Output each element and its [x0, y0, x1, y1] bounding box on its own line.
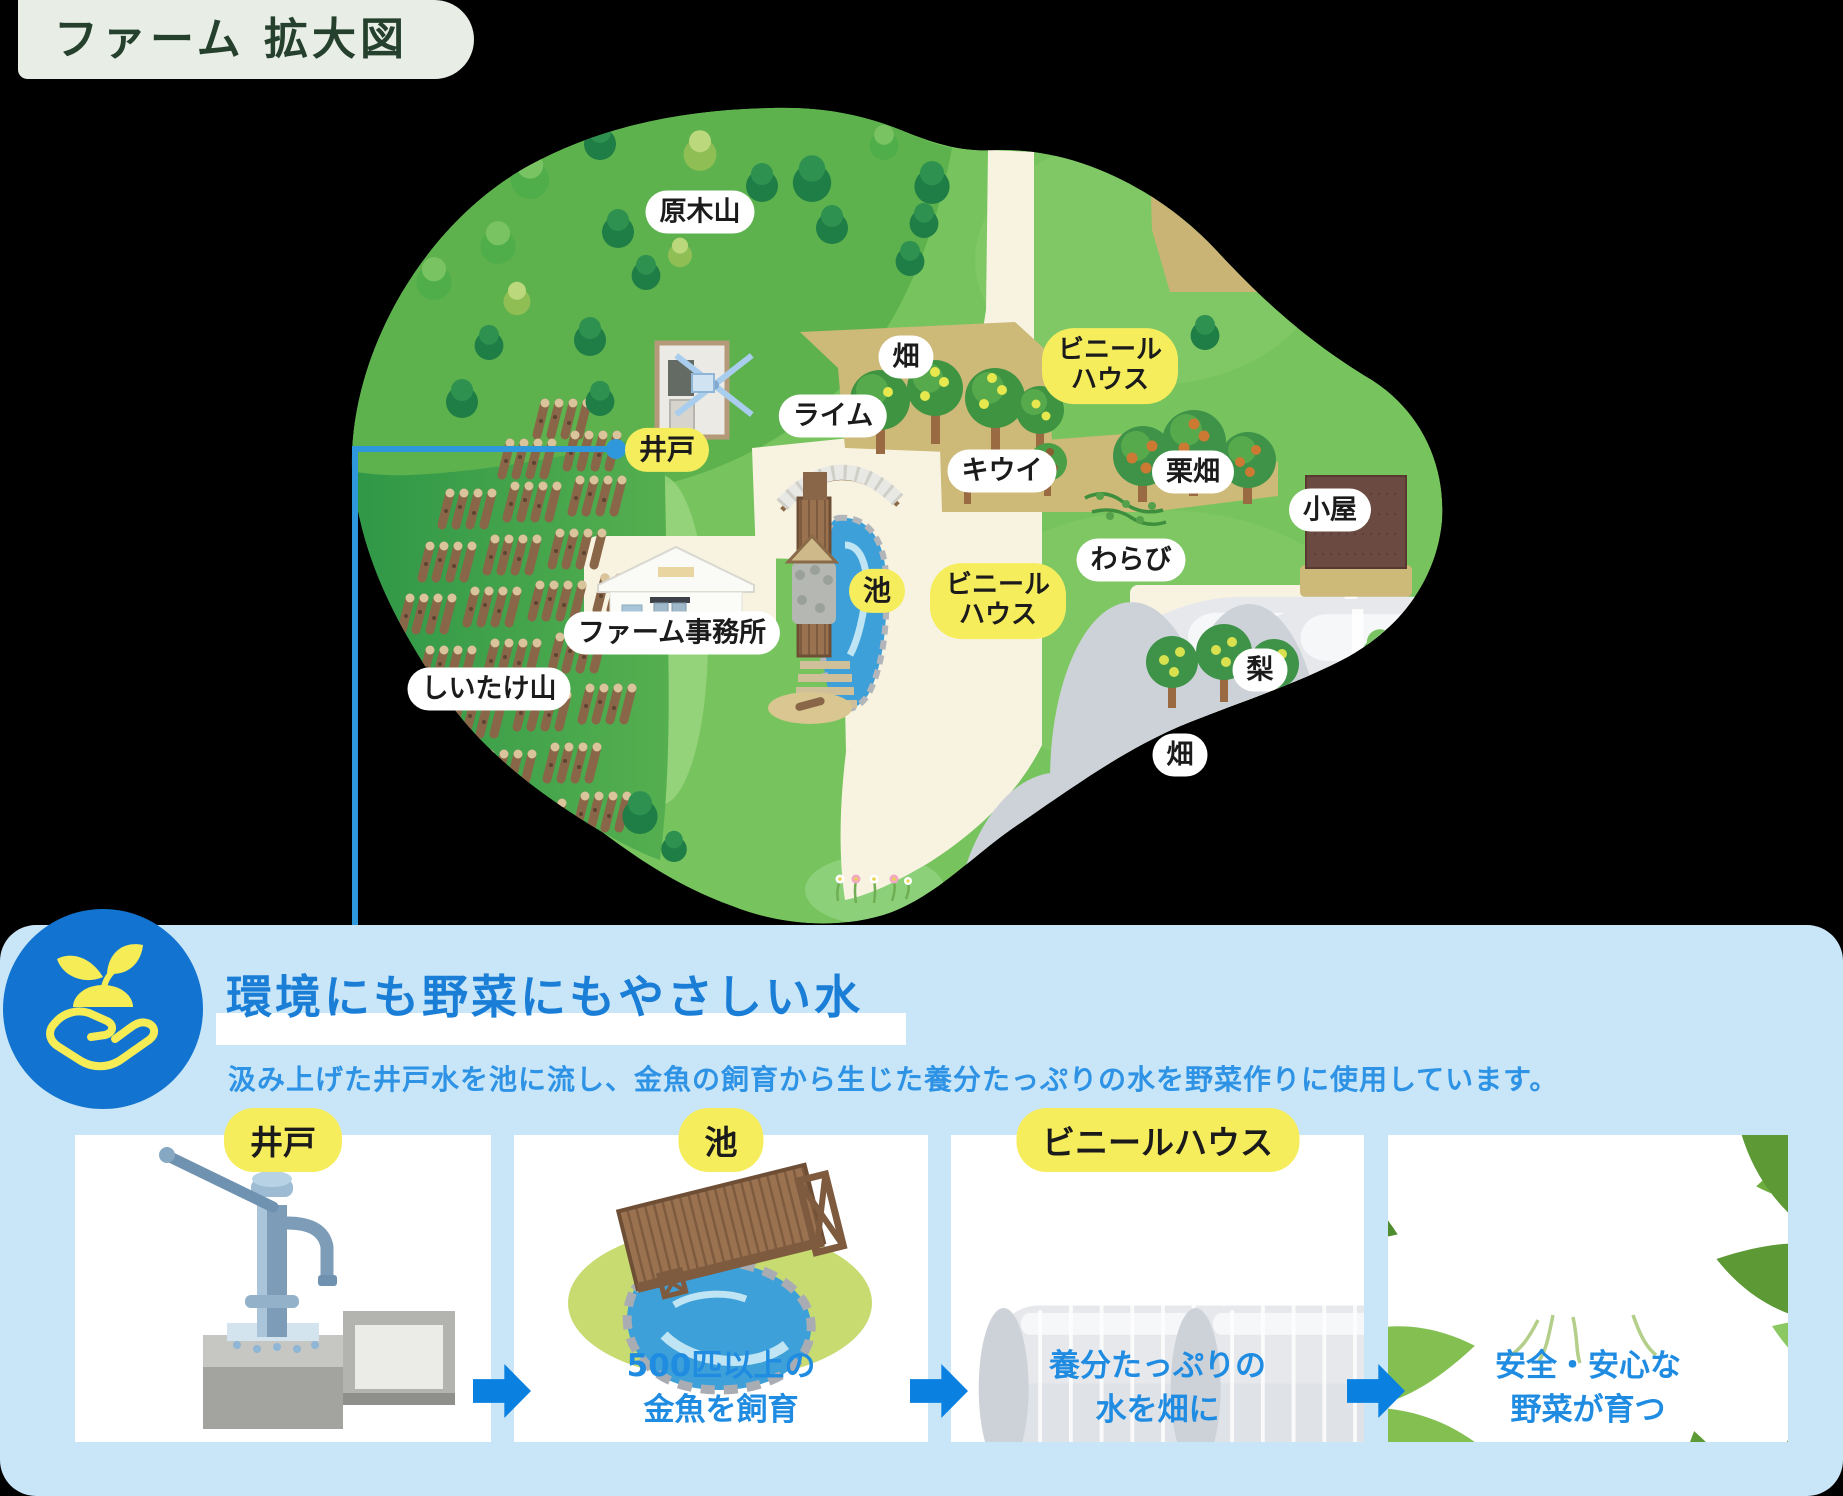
connector-dot	[606, 439, 626, 459]
map-label-shiitakeyama: しいたけ山	[407, 667, 571, 711]
map-label-ike: 池	[848, 568, 906, 614]
map-label-hatake-top: 畑	[878, 335, 934, 379]
panel-description: 汲み上げた井戸水を池に流し、金魚の飼育から生じた養分たっぷりの水を野菜作りに使用…	[228, 1063, 1559, 1096]
step-caption-pond: 500匹以上の 金魚を飼育	[626, 1347, 816, 1428]
map-label-vinyl-house-top: ビニール ハウス	[1041, 328, 1179, 404]
map-label-koya: 小屋	[1289, 488, 1371, 532]
water-info-panel: 環境にも野菜にもやさしい水 汲み上げた井戸水を池に流し、金魚の飼育から生じた養分…	[0, 635, 1843, 1496]
step-card-vegetable: 安全・安心な 野菜が育つ	[961, 635, 1843, 1496]
map-label-nashi: 梨	[1232, 648, 1288, 692]
map-label-farm-office: ファーム事務所	[563, 611, 781, 655]
hand-sprout-icon	[46, 944, 158, 1071]
title-highlight	[216, 1013, 906, 1045]
flower-patch	[835, 874, 912, 904]
panel-title: 環境にも野菜にもやさしい水	[226, 970, 863, 1024]
step-label-pond: 池	[678, 1108, 764, 1172]
step-card-well: 井戸	[75, 1108, 491, 1442]
map-label-vinyl-house-mid: ビニール ハウス	[929, 563, 1067, 639]
map-label-kuribatake: 栗畑	[1152, 450, 1234, 494]
step-label-well: 井戸	[224, 1108, 342, 1172]
map-label-lime: ライム	[778, 394, 888, 438]
map-label-hatake-bottom: 畑	[1152, 733, 1208, 777]
eco-icon-circle	[3, 909, 203, 1109]
step-caption-greenhouse: 養分たっぷりの 水を畑に	[1049, 1347, 1266, 1428]
well-pump-illustration	[159, 1147, 455, 1429]
connector-line-vertical	[352, 446, 358, 928]
page-title: ファーム 拡大図	[18, 0, 474, 79]
step-label-greenhouse: ビニールハウス	[1016, 1108, 1299, 1172]
pond-illustration	[568, 1162, 872, 1395]
step-card-pond: 池 500匹以	[514, 1108, 928, 1442]
connector-line-horizontal	[352, 446, 616, 452]
map-label-warabi: わらび	[1076, 538, 1186, 582]
map-label-kiwi: キウイ	[947, 449, 1057, 493]
map-label-genbokuyama: 原木山	[645, 190, 755, 234]
step-caption-vegetable: 安全・安心な 野菜が育つ	[1495, 1347, 1681, 1428]
step-card-greenhouse: ビニールハウス 養分たっぷりの 水を畑に	[951, 1108, 1541, 1483]
map-label-ido: 井戸	[624, 427, 710, 473]
vegetable-photo	[961, 635, 1843, 1496]
